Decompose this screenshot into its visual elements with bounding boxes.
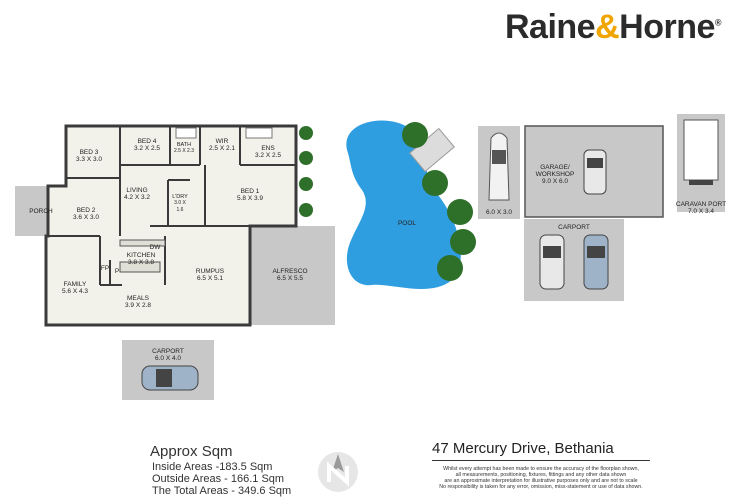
boat-pad-dims: 6.0 X 3.0 — [486, 209, 512, 216]
bed2-label: BED 2 — [77, 207, 96, 214]
compass-icon — [318, 452, 358, 492]
p-label: P — [115, 268, 119, 275]
pool-water — [346, 120, 461, 289]
bath-label: BATH — [177, 142, 191, 148]
property-address: 47 Mercury Drive, Bethania — [432, 440, 614, 457]
bed2-dims: 3.6 X 3.0 — [73, 214, 99, 221]
porch-slab — [15, 186, 48, 236]
family-label: FAMILY — [64, 281, 87, 288]
family-dims: 5.6 X 4.3 — [62, 288, 88, 295]
boat-cabin — [492, 150, 506, 164]
bed3-label: BED 3 — [80, 149, 99, 156]
house-carport-car-window — [156, 369, 172, 387]
brand-registered: ® — [714, 17, 722, 28]
tree-icon — [402, 122, 428, 148]
ensuite-vanity — [245, 127, 273, 139]
tree-icon — [422, 170, 448, 196]
shrub-icon — [299, 203, 313, 217]
bed4-label: BED 4 — [138, 138, 157, 145]
fp-label: FP — [101, 265, 109, 272]
caravan — [683, 119, 719, 181]
area-heading: Approx Sqm — [150, 443, 233, 460]
living-dims: 4.2 X 3.2 — [124, 194, 150, 201]
wir-dims: 2.5 X 2.1 — [209, 145, 235, 152]
carport-house-label: CARPORT — [152, 348, 184, 355]
carport-car-left-window — [543, 246, 561, 258]
kitchen-bench — [119, 239, 166, 247]
room-labels: BED 3 3.3 X 3.0 BED 4 3.2 X 2.5 BATH 2.5… — [29, 138, 726, 362]
carport-shed-label: CARPORT — [558, 224, 590, 231]
bath-dims: 2.5 X 2.3 — [174, 148, 194, 154]
bath-vanity — [175, 127, 197, 139]
pool-label: POOL — [398, 220, 416, 227]
garage-car-icon — [583, 149, 607, 195]
outside-area: Outside Areas - 166.1 Sqm — [152, 473, 285, 485]
tree-icon — [447, 199, 473, 225]
shrub-icon — [299, 151, 313, 165]
garage-car-window — [587, 158, 603, 168]
living-label: LIVING — [126, 187, 147, 194]
shrub-icon — [299, 177, 313, 191]
carport-car-right-window — [587, 246, 605, 258]
interior-walls — [48, 126, 296, 286]
ldry-label: L'DRY — [172, 194, 188, 200]
dw-label: DW — [150, 244, 162, 251]
wir-label: WIR — [216, 138, 229, 145]
kitchen-dims: 3.8 X 3.8 — [128, 259, 154, 266]
garden-trees — [299, 122, 476, 281]
brand-ampersand: & — [595, 8, 620, 46]
compass-arrow — [332, 454, 344, 472]
alfresco-slab — [251, 226, 335, 325]
area-summary: Approx Sqm Inside Areas -183.5 Sqm Outsi… — [150, 443, 291, 497]
boat-icon — [488, 132, 510, 201]
carport-house-dims: 6.0 X 4.0 — [155, 355, 181, 362]
carport-car-left-icon — [539, 234, 565, 290]
kitchen-label: KITCHEN — [127, 252, 156, 259]
alfresco-label: ALFRESCO — [272, 268, 307, 275]
ldry-dims: 3.0 X — [174, 200, 186, 206]
disclaimer: Whilst every attempt has been made to en… — [430, 466, 652, 490]
ens-dims: 3.2 X 2.5 — [255, 152, 281, 159]
carport-shed-slab — [524, 219, 624, 301]
alfresco-dims: 6.5 X 5.5 — [277, 275, 303, 282]
garage-dims: 9.0 X 6.0 — [542, 178, 568, 185]
caravan-dims: 7.0 X 3.4 — [688, 208, 714, 215]
porch-label: PORCH — [29, 208, 53, 215]
inside-area: Inside Areas -183.5 Sqm — [152, 461, 273, 473]
caravan-label: CARAVAN PORT — [676, 201, 726, 208]
tree-icon — [450, 229, 476, 255]
brand-name-part2: Horne — [619, 8, 715, 46]
brand-logo: Raine&Horne® — [505, 8, 722, 47]
ens-label: ENS — [261, 145, 275, 152]
meals-label: MEALS — [127, 295, 150, 302]
address-divider — [432, 460, 650, 461]
kitchen-island — [119, 261, 161, 273]
disclaimer-line: Whilst every attempt has been made to en… — [443, 466, 639, 472]
brand-name-part1: Raine — [505, 8, 596, 46]
bed1-dims: 5.8 X 3.9 — [237, 195, 263, 202]
caravan-hitch — [689, 180, 713, 185]
bed3-dims: 3.3 X 3.0 — [76, 156, 102, 163]
carport-car-right-icon — [583, 234, 609, 290]
tree-icon — [437, 255, 463, 281]
bed4-dims: 3.2 X 2.5 — [134, 145, 160, 152]
disclaimer-line: are an approximate interpretation for il… — [444, 478, 638, 484]
shrub-icon — [299, 126, 313, 140]
compass-n-letter — [327, 461, 349, 487]
total-area: The Total Areas - 349.6 Sqm — [152, 485, 292, 497]
rumpus-label: RUMPUS — [196, 268, 225, 275]
disclaimer-line: all measurements, positioning, fixtures,… — [455, 472, 627, 478]
garage-label-2: WORKSHOP — [536, 171, 575, 178]
meals-dims: 3.9 X 2.8 — [125, 302, 151, 309]
bed1-label: BED 1 — [241, 188, 260, 195]
disclaimer-line: No responsibility is taken for any error… — [439, 484, 643, 490]
rumpus-dims: 6.5 X 5.1 — [197, 275, 223, 282]
ldry-dims-2: 1.6 — [177, 207, 184, 213]
garage-label: GARAGE/ — [540, 164, 570, 171]
vehicles — [141, 132, 609, 391]
